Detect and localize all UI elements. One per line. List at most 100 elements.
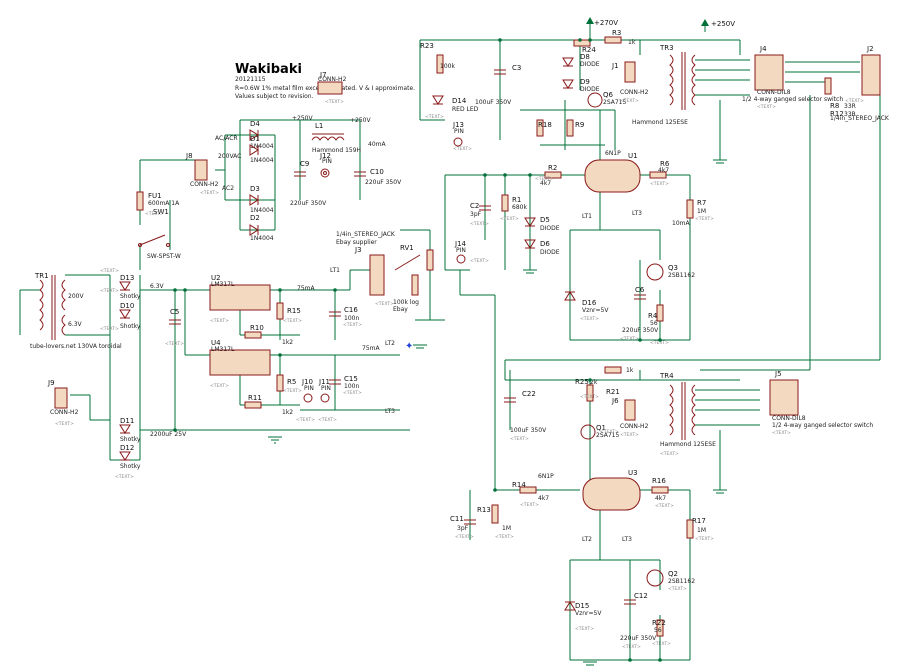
diode-d5: D5 DIODE <box>524 216 560 232</box>
d14-ref: D14 <box>452 97 467 105</box>
net-ac: AC/ACR <box>215 135 238 142</box>
capacitor-c10: C10 220uF 350V <box>354 168 402 186</box>
diode-d13: D13 Shotky <box>119 274 141 300</box>
r2-ref: R2 <box>548 164 557 172</box>
capacitor-c12: C12 220uF 350V <box>620 592 657 642</box>
regulator-u2: U2 LM317L <box>209 274 271 311</box>
text-placeholder: <TEXT> <box>650 181 669 187</box>
d5-val: DIODE <box>540 225 560 232</box>
text-placeholder: <TEXT> <box>845 98 864 104</box>
fu1-val: 600mA 1A <box>148 200 180 207</box>
net-ac2: AC2 <box>222 185 234 192</box>
text-placeholder: <TEXT> <box>455 534 474 540</box>
text-placeholder: <TEXT> <box>296 417 315 423</box>
text-placeholder: <TEXT> <box>495 534 514 540</box>
supply-250-label: +250V <box>711 20 735 28</box>
diode-d8: D8 DIODE <box>562 53 600 68</box>
resistor-r18: R18 <box>536 119 552 137</box>
schematic-note-2: Values subject to revision. <box>235 93 314 100</box>
c12-ref: C12 <box>634 592 648 600</box>
j2-ref: J2 <box>866 45 874 53</box>
fuse-fu1: FU1 600mA 1A <box>136 191 180 211</box>
capacitor-c2: C2 3pF <box>470 202 491 218</box>
u2-ref: U2 <box>211 274 221 282</box>
c2-val: 3pF <box>470 211 482 218</box>
transformer-tr1: TR1 200V 6.3V tube-lovers.net 130VA toro… <box>30 272 122 350</box>
r10-ref: R10 <box>250 324 264 332</box>
connector-j7: J7 CONN-H2 <box>317 71 347 95</box>
u4-ref: U4 <box>211 339 221 347</box>
net-lt2-a: LT2 <box>385 340 395 347</box>
j4-val: CONN-DIL8 <box>757 89 791 96</box>
u4-val: LM317L <box>211 346 235 353</box>
j6-val: CONN-H2 <box>620 423 649 430</box>
d13-ref: D13 <box>120 274 134 282</box>
d9-val: DIODE <box>580 86 600 93</box>
zener-d16: D16 Vznr=5V <box>564 291 609 314</box>
j7-val: CONN-H2 <box>318 76 347 83</box>
text-placeholder: <TEXT> <box>100 288 119 294</box>
connector-j6: J6 CONN-H2 <box>611 397 649 430</box>
text-placeholder: <TEXT> <box>580 316 599 322</box>
net-40ma: 40mA <box>368 141 386 148</box>
net-lt1-a: LT1 <box>330 267 340 274</box>
j6-ref: J6 <box>611 397 619 405</box>
u3-val: 6N1P <box>538 473 554 480</box>
ground-icon <box>523 269 537 274</box>
text-placeholder: <TEXT> <box>535 176 554 182</box>
text-placeholder: <TEXT> <box>580 394 599 400</box>
diode-d12: D12 Shotky <box>119 444 141 470</box>
r17-val: 1M <box>697 527 706 534</box>
tr3-desc: Hammond 125ESE <box>632 119 688 126</box>
d4-val: 1N4004 <box>250 143 274 150</box>
text-placeholder: <TEXT> <box>772 430 791 436</box>
r13-val: 1M <box>502 525 511 532</box>
r1-ref: R1 <box>512 196 521 204</box>
c22-val: 100uF 350V <box>510 427 547 434</box>
jack-j2: J2 1/4in_STEREO_JACK <box>830 45 890 122</box>
j1-ref: J1 <box>611 62 619 70</box>
resistor-r17: R17 1M <box>686 517 706 539</box>
j8-val: CONN-H2 <box>190 181 219 188</box>
net-75ma-1: 75mA <box>297 285 315 292</box>
capacitor-c11: C11 3pF <box>450 515 476 532</box>
text-placeholder: <TEXT> <box>100 326 119 332</box>
j7-ref: J7 <box>319 71 327 79</box>
resistor-r24: R24 <box>573 39 596 54</box>
pin-j14: J14 PIN <box>454 240 467 264</box>
r4-ref: R4 <box>648 312 658 320</box>
u3-ref: U3 <box>628 469 638 477</box>
transformer-tr4: TR4 Hammond 125ESE <box>659 372 716 448</box>
resistor-r14: R14 4k7 <box>512 481 549 502</box>
j8-ref: J8 <box>185 152 193 160</box>
d15-val: Vznr=5V <box>575 610 602 617</box>
transistor-q1: Q1 2SA715 <box>580 424 619 440</box>
switch-sw1: SW1 SW-SPST-W <box>138 208 181 260</box>
q1-ref: Q1 <box>596 424 606 432</box>
ground-icon <box>583 661 597 666</box>
j5-desc: 1/2 4-way ganged selector switch <box>772 422 873 429</box>
text-placeholder: <TEXT> <box>55 421 74 427</box>
text-placeholder: <TEXT> <box>283 318 302 324</box>
transformer-tr3: TR3 Hammond 125ESE <box>632 44 696 126</box>
text-placeholders: <TEXT> <TEXT> <TEXT> <TEXT> <TEXT> <TEXT… <box>55 98 864 650</box>
r22-ref: R22 <box>652 619 666 627</box>
c16-ref: C16 <box>344 306 358 314</box>
c5-ref: C5 <box>170 308 179 316</box>
text-placeholder: <TEXT> <box>210 383 229 389</box>
text-placeholder: <TEXT> <box>757 104 776 110</box>
connector-j8: J8 CONN-H2 <box>185 152 219 188</box>
d16-ref: D16 <box>582 299 597 307</box>
r11-ref: R11 <box>248 394 262 402</box>
rv1-val: 100k log <box>393 299 419 306</box>
tube-u1: U1 6N1P <box>584 150 641 193</box>
j1-val: CONN-H2 <box>620 89 649 96</box>
r21-ref: R21 <box>606 388 620 396</box>
j3-desc: Ebay supplier <box>336 239 377 246</box>
diode-d4: D4 1N4004 <box>249 120 274 150</box>
d2-val: 1N4004 <box>250 235 274 242</box>
j14-ref: J14 <box>454 240 467 248</box>
j11-ref: J11 <box>318 378 330 386</box>
text-placeholder: <TEXT> <box>622 644 641 650</box>
r6-val: 4k7 <box>658 167 669 174</box>
